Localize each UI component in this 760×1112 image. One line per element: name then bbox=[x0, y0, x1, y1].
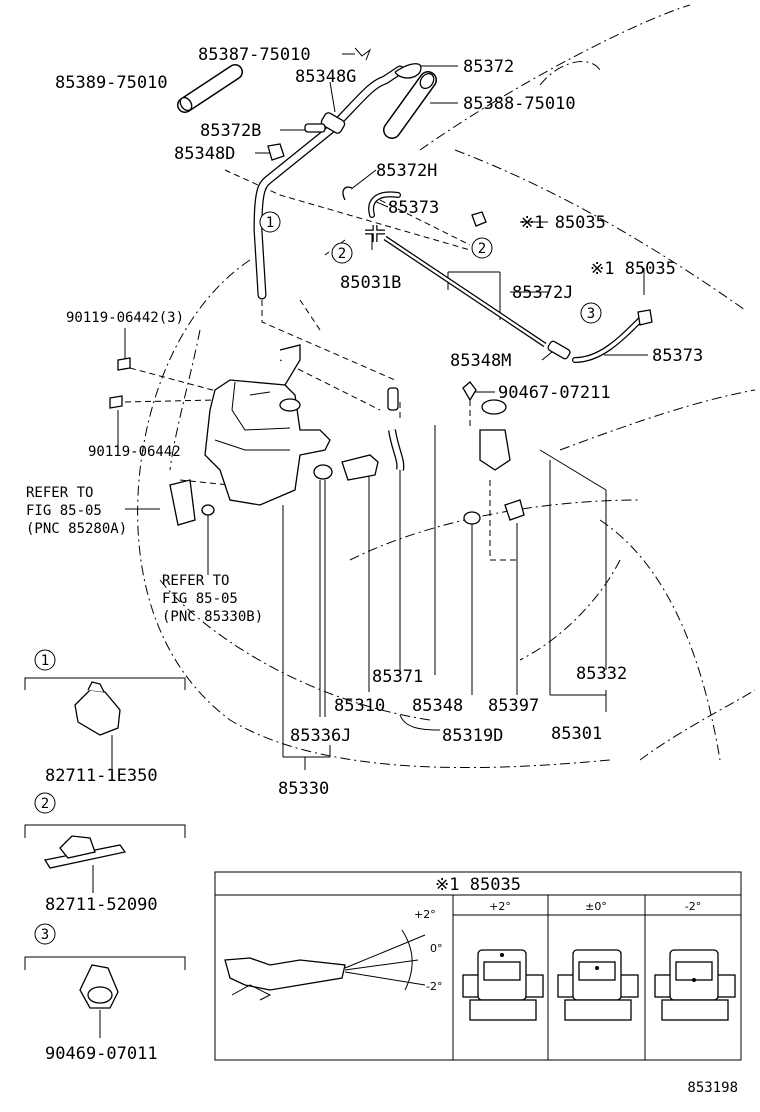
label-85389-75010: 85389-75010 bbox=[55, 73, 168, 93]
joint-85372B bbox=[304, 123, 326, 133]
hose-85372H bbox=[342, 186, 353, 201]
svg-text:2: 2 bbox=[478, 241, 486, 257]
label-82711-52090: 82711-52090 bbox=[45, 895, 158, 915]
grommet-85319D bbox=[463, 511, 481, 525]
label-85310: 85310 bbox=[334, 696, 385, 716]
label-85301: 85301 bbox=[551, 724, 602, 744]
hose-85388 bbox=[383, 71, 437, 139]
cap-85332 bbox=[481, 399, 507, 415]
clip-detail-3: 3 90469-07011 bbox=[24, 923, 186, 1064]
label-85348: 85348 bbox=[412, 696, 463, 716]
clip-90467 bbox=[462, 381, 477, 402]
diagram-id: 853198 bbox=[687, 1080, 738, 1096]
nozzle-angle-inset: ※1 85035 +2° ±0° -2° +2° 0° -2° bbox=[214, 871, 742, 1061]
svg-text:1: 1 bbox=[266, 215, 274, 231]
check-valve-85348G bbox=[320, 112, 346, 134]
inset-col-plus: +2° bbox=[489, 900, 511, 913]
pump-85336J bbox=[341, 454, 379, 481]
refer-85280A-line2: FIG 85-05 bbox=[26, 503, 102, 519]
label-82711-1E350: 82711-1E350 bbox=[45, 766, 158, 786]
grommet-85310 bbox=[313, 464, 333, 480]
label-85330: 85330 bbox=[278, 779, 329, 799]
part-labels: 85387-75010 85389-75010 85348G 85372 853… bbox=[26, 45, 703, 799]
inset-angle-zero: 0° bbox=[430, 942, 443, 955]
label-85387-75010: 85387-75010 bbox=[198, 45, 311, 65]
inset-col-zero: ±0° bbox=[585, 900, 607, 913]
washer-system-parts bbox=[109, 47, 653, 526]
label-85031B: 85031B bbox=[340, 273, 401, 293]
svg-text:2: 2 bbox=[338, 246, 346, 262]
callout-circle-1: 1 bbox=[259, 211, 281, 233]
leader-lines bbox=[117, 53, 648, 770]
valve-85348D bbox=[267, 143, 285, 161]
label-90467-07211: 90467-07211 bbox=[498, 383, 611, 403]
bolt-90119-b bbox=[109, 395, 123, 409]
nozzle-face-minus bbox=[654, 949, 736, 1021]
label-85373-upper: 85373 bbox=[388, 198, 439, 218]
label-85397: 85397 bbox=[488, 696, 539, 716]
inset-angle-plus: +2° bbox=[414, 908, 436, 921]
washer-tank-85301 bbox=[204, 344, 331, 506]
nozzle-face-zero bbox=[557, 949, 639, 1021]
label-85035-upper: ※1 85035 bbox=[520, 213, 606, 233]
inlet-85332 bbox=[479, 429, 511, 471]
bolt-90119-a bbox=[117, 357, 131, 371]
refer-85330B-line2: FIG 85-05 bbox=[162, 591, 238, 607]
svg-text:2: 2 bbox=[41, 796, 49, 812]
label-85319D: 85319D bbox=[442, 726, 503, 746]
label-85372B: 85372B bbox=[200, 121, 261, 141]
label-85332: 85332 bbox=[576, 664, 627, 684]
callout-circle-3: 3 bbox=[580, 302, 602, 324]
vehicle-outline bbox=[137, 4, 756, 769]
svg-text:3: 3 bbox=[587, 306, 595, 322]
svg-text:3: 3 bbox=[41, 927, 49, 943]
hose-85389 bbox=[177, 64, 243, 113]
rear-motor bbox=[169, 479, 196, 526]
inset-angle-minus: -2° bbox=[426, 980, 442, 993]
label-85373-lower: 85373 bbox=[652, 346, 703, 366]
label-85035-lower: ※1 85035 bbox=[590, 259, 676, 279]
label-85372H: 85372H bbox=[376, 161, 437, 181]
clip-detail-2: 2 82711-52090 bbox=[24, 792, 186, 915]
clip-detail-1: 1 82711-1E350 bbox=[24, 649, 186, 786]
inset-col-minus: -2° bbox=[685, 900, 701, 913]
label-85336J: 85336J bbox=[290, 726, 351, 746]
label-85371: 85371 bbox=[372, 667, 423, 687]
refer-85330B-line1: REFER TO bbox=[162, 573, 229, 589]
refer-85280A-line1: REFER TO bbox=[26, 485, 93, 501]
nozzle-face-plus bbox=[462, 949, 544, 1021]
nozzle-85035-lower bbox=[637, 309, 653, 326]
label-90469-07011: 90469-07011 bbox=[45, 1044, 158, 1064]
label-85348D: 85348D bbox=[174, 144, 235, 164]
callout-circle-2a: 2 bbox=[331, 242, 353, 264]
label-85348M: 85348M bbox=[450, 351, 511, 371]
label-85388-75010: 85388-75010 bbox=[463, 94, 576, 114]
valve-85348M bbox=[547, 340, 571, 360]
inset-title: ※1 85035 bbox=[435, 875, 521, 895]
refer-85280A-line3: (PNC 85280A) bbox=[26, 521, 127, 537]
label-85372: 85372 bbox=[463, 57, 514, 77]
refer-85330B-line3: (PNC 85330B) bbox=[162, 609, 263, 625]
label-90119-06442: 90119-06442 bbox=[88, 444, 181, 460]
label-90119-06442-3: 90119-06442(3) bbox=[66, 310, 184, 326]
clip-85387 bbox=[354, 47, 372, 61]
nozzle-85035-upper bbox=[471, 211, 487, 227]
label-85372J: 85372J bbox=[512, 283, 573, 303]
check-valve-85348 bbox=[387, 387, 399, 411]
callout-circle-2b: 2 bbox=[471, 237, 493, 259]
svg-text:1: 1 bbox=[41, 653, 49, 669]
label-85348G: 85348G bbox=[295, 67, 356, 87]
level-sensor-85397 bbox=[504, 499, 525, 521]
